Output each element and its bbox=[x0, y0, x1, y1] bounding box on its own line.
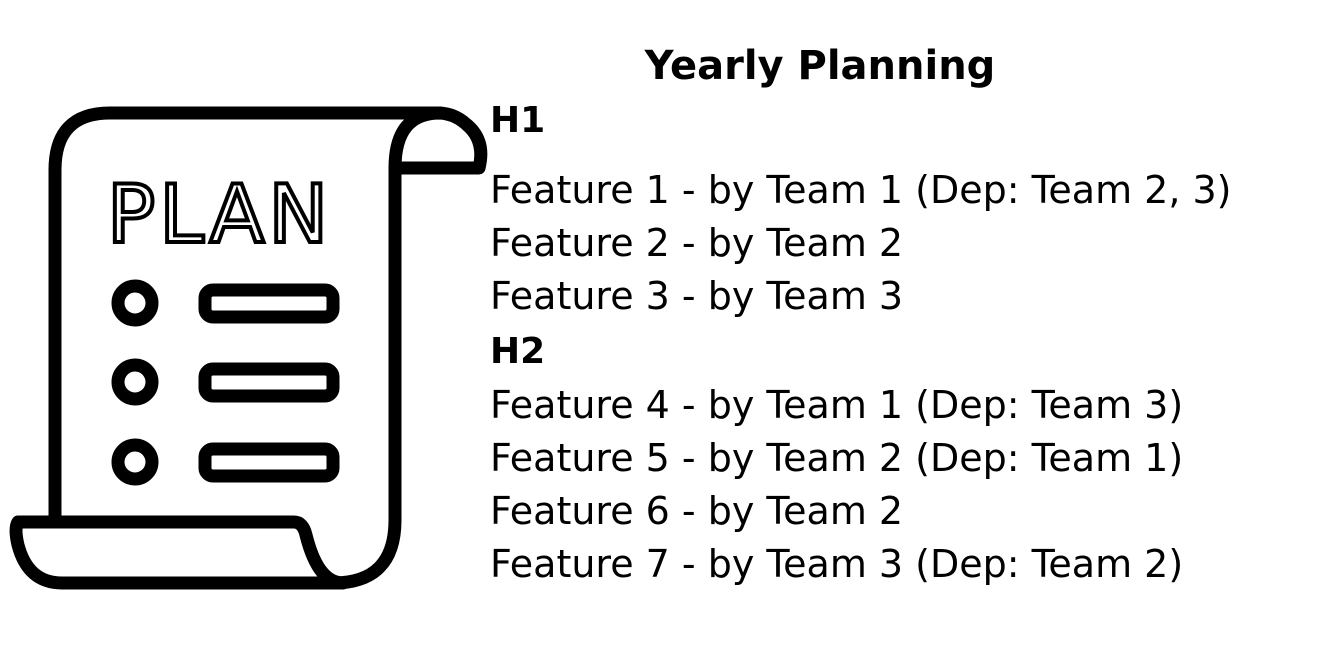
bullet-circle-3 bbox=[111, 438, 159, 486]
feature-item: Feature 3 - by Team 3 bbox=[490, 274, 904, 318]
feature-item: Feature 2 - by Team 2 bbox=[490, 221, 904, 265]
feature-item: Feature 4 - by Team 1 (Dep: Team 3) bbox=[490, 383, 1184, 427]
scroll-top-curl bbox=[388, 106, 488, 175]
section-h1: H1 Feature 1 - by Team 1 (Dep: Team 2, 3… bbox=[490, 94, 1310, 323]
list-bar-2 bbox=[198, 362, 340, 403]
feature-item: Feature 7 - by Team 3 (Dep: Team 2) bbox=[490, 542, 1184, 586]
plan-content: H1 Feature 1 - by Team 1 (Dep: Team 2, 3… bbox=[490, 94, 1310, 591]
feature-item: Feature 6 - by Team 2 bbox=[490, 489, 904, 533]
section-h2: H2 Feature 4 - by Team 1 (Dep: Team 3) F… bbox=[490, 325, 1310, 591]
list-bar-3 bbox=[198, 442, 340, 483]
feature-list-h2: Feature 4 - by Team 1 (Dep: Team 3) Feat… bbox=[490, 379, 1310, 591]
list-bar-1 bbox=[198, 283, 340, 324]
section-heading-h1: H1 bbox=[490, 100, 546, 141]
section-heading-h2: H2 bbox=[490, 331, 546, 372]
feature-list-h1: Feature 1 - by Team 1 (Dep: Team 2, 3) F… bbox=[490, 164, 1310, 323]
plan-label: PLAN bbox=[107, 168, 332, 261]
feature-item: Feature 1 - by Team 1 (Dep: Team 2, 3) bbox=[490, 168, 1232, 212]
bullet-circle-1 bbox=[111, 279, 159, 327]
plan-scroll-icon: PLAN bbox=[9, 106, 488, 590]
feature-item: Feature 5 - by Team 2 (Dep: Team 1) bbox=[490, 436, 1184, 480]
scroll-bottom-curl bbox=[9, 515, 350, 590]
bullet-circle-2 bbox=[111, 358, 159, 406]
page-title: Yearly Planning bbox=[644, 43, 996, 89]
plan-scroll-illustration: PLAN bbox=[0, 0, 500, 654]
